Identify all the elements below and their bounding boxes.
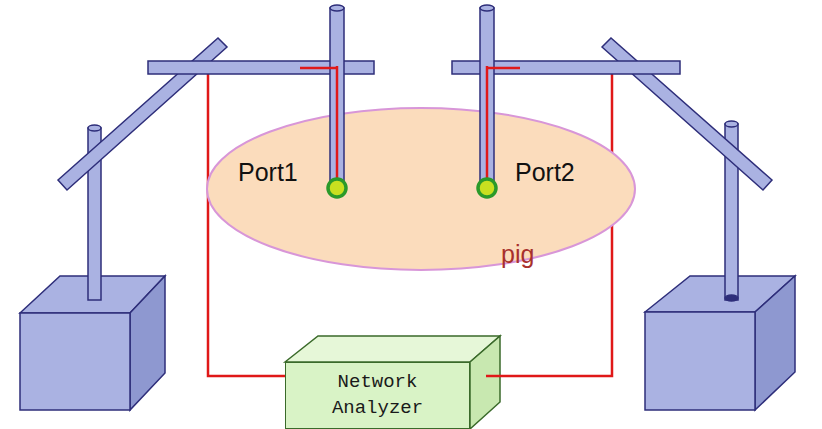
network-analyzer: Network Analyzer — [285, 362, 470, 429]
port-dot — [478, 179, 496, 197]
cable — [300, 67, 337, 70]
port-label: Port1 — [238, 158, 298, 187]
stand-base-side — [130, 276, 165, 410]
post-cap — [88, 125, 101, 131]
stand-base — [645, 312, 755, 410]
stand-arm — [58, 38, 227, 190]
probe-tube — [480, 8, 494, 186]
probe-tube — [330, 8, 344, 186]
analyzer-top — [285, 336, 500, 362]
crossbar — [148, 61, 374, 74]
cable — [487, 67, 520, 70]
pig-body: pig — [205, 106, 637, 272]
cable — [486, 66, 489, 184]
probe-cap — [480, 5, 494, 11]
stand-base — [20, 313, 130, 410]
port-label: Port2 — [515, 158, 575, 187]
cable — [336, 66, 339, 184]
crossbar — [452, 61, 680, 74]
oval-outline — [205, 106, 637, 272]
analyzer-side — [470, 336, 500, 429]
node-text: pig — [501, 240, 534, 268]
post-foot — [725, 295, 738, 301]
stand-base-side — [755, 276, 795, 410]
probe-cap — [330, 5, 344, 11]
port-dot — [328, 179, 346, 197]
post-cap — [725, 121, 738, 127]
node-text: Network Analyzer — [318, 370, 438, 421]
